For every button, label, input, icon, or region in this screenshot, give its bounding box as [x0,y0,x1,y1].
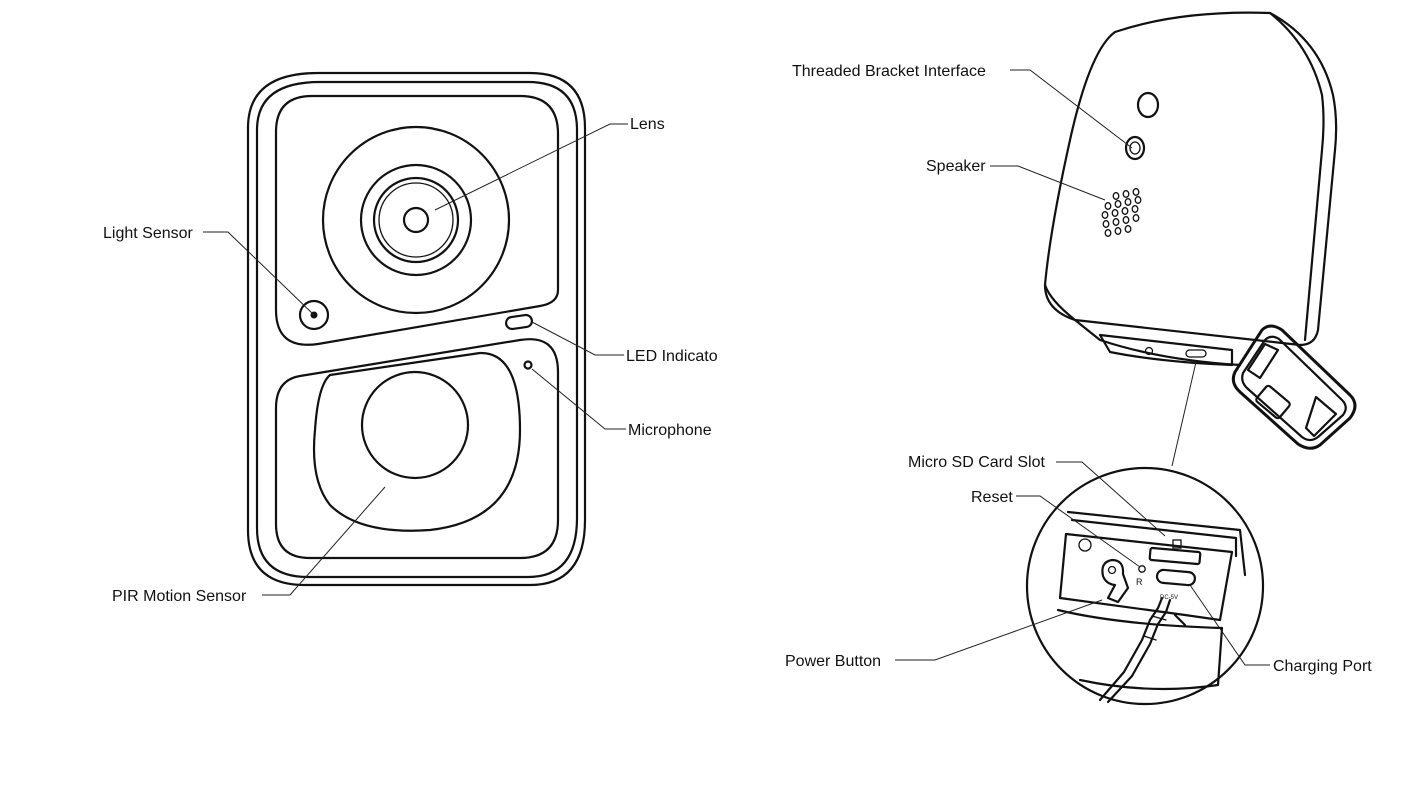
camera-inner-bezel [255,80,579,579]
power-button-icon [1101,558,1130,604]
port-detail-view: R DC-5V [1025,466,1265,706]
label-charging-port: Charging Port [1273,658,1372,675]
lens-ring [372,176,460,264]
label-lens: Lens [630,116,665,133]
label-micro-sd-card-slot: Micro SD Card Slot [908,454,1045,471]
label-light-sensor: Light Sensor [103,225,194,242]
led-indicator-icon [504,313,534,331]
side-view-camera [1043,11,1357,450]
label-threaded-bracket-interface: Threaded Bracket Interface [792,63,986,80]
threaded-bracket-icon [1124,135,1146,161]
port-cover-flap [1231,324,1357,450]
camera-outer-body [246,71,587,587]
lens-outer-ring [359,163,473,277]
svg-text:DC-5V: DC-5V [1160,595,1178,601]
camera-bottom-face [1043,283,1242,367]
port-recess [1058,532,1234,622]
label-power-button: Power Button [785,653,881,670]
front-leader-lines [203,123,628,596]
charging-cable [1098,596,1164,702]
camera-side-edge [1268,11,1325,342]
detail-magnifier-circle [1025,466,1265,706]
microphone-icon [523,360,533,370]
light-sensor-icon [298,299,330,331]
mount-hole-icon [1136,91,1160,119]
pir-window [312,351,522,532]
lower-front-panel [274,338,560,560]
lens-inner-ring [378,182,454,258]
pir-motion-sensor-icon [360,370,470,480]
micro-sd-slot-icon [1148,546,1202,566]
side-leader-lines [895,69,1270,666]
camera-bottom-panel [1098,333,1234,367]
label-reset: Reset [971,489,1013,506]
camera-side-body [1043,11,1338,347]
label-microphone: Microphone [628,422,712,439]
front-view-camera [246,71,587,587]
speaker-grille-icon [1101,188,1142,237]
reset-button-icon [1138,565,1146,573]
lens-housing [321,125,511,315]
label-speaker: Speaker [926,158,986,175]
label-pir-motion-sensor: PIR Motion Sensor [112,588,247,605]
svg-text:R: R [1136,577,1143,587]
lens-icon [402,206,430,234]
label-led-indicator: LED Indicato [626,348,718,365]
charging-port-icon [1155,568,1197,587]
upper-front-panel [274,94,560,346]
